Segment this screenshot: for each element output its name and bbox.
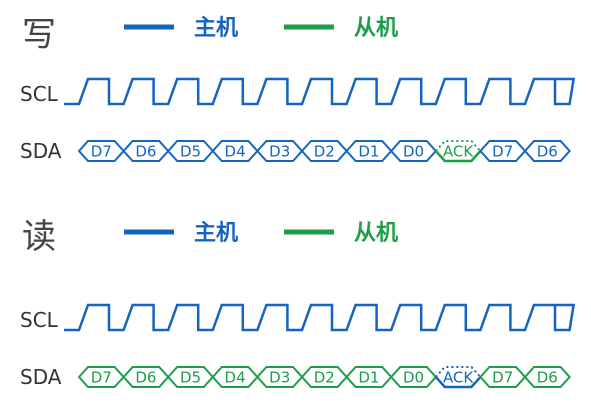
read-legend-slave-label: 从机	[354, 221, 398, 246]
write-scl-waveform	[64, 77, 576, 106]
write-sda-bit-label: D4	[225, 143, 246, 161]
write-sda-bit-label: D7	[91, 143, 112, 161]
read-sda-label: SDA	[20, 365, 62, 389]
write-sda-bit-label: D3	[269, 143, 290, 161]
read-sda-bit-label: D6	[135, 369, 156, 387]
read-legend-master-label: 主机	[194, 221, 238, 246]
write-title: 写	[22, 15, 56, 55]
read-sda-bit-cell	[523, 366, 571, 388]
read-sda-bit-label: D0	[403, 369, 424, 387]
write-sda-bit-cell	[523, 140, 571, 162]
read-sda-bit-label: D4	[225, 369, 246, 387]
read-sda-bit-label: D5	[180, 369, 201, 387]
read-sda-bit-label: D1	[358, 369, 379, 387]
write-sda-bit-label: D5	[180, 143, 201, 161]
write-sda-bus: D7 D6 D5 D4 D3 D2 D1 D0 ACK D7 D6	[77, 140, 571, 163]
write-section: 写 主机 从机 SCL SDA D7 D6 D5 D4 D3 D2 D1 D0 ACK D7 D6	[20, 15, 576, 163]
read-sda-bit-label: D3	[269, 369, 290, 387]
write-sda-bit-label: D2	[314, 143, 335, 161]
read-scl-waveform	[64, 303, 576, 332]
read-sda-bit-label: D2	[314, 369, 335, 387]
read-sda-bit-label: D7	[492, 369, 513, 387]
write-sda-ack-driven-edge	[434, 150, 482, 163]
write-sda-bit-label: D6	[537, 143, 558, 161]
read-sda-bit-label: D7	[91, 369, 112, 387]
read-sda-bus: D7 D6 D5 D4 D3 D2 D1 D0 ACK D7 D6	[77, 366, 571, 389]
read-section: 读 主机 从机 SCL SDA D7 D6 D5 D4 D3 D2 D1 D0 ACK D7 D6	[20, 217, 576, 389]
write-sda-bit-label: D0	[403, 143, 424, 161]
write-sda-ack-released-edge	[435, 140, 482, 152]
read-sda-ack-driven-edge	[434, 376, 482, 389]
write-sda-bit-label: ACK	[443, 143, 474, 161]
write-scl-label: SCL	[20, 82, 59, 106]
read-sda-ack-released-edge	[435, 366, 482, 378]
read-scl-label: SCL	[20, 308, 59, 332]
write-legend-slave-label: 从机	[354, 16, 398, 41]
write-sda-bit-label: D6	[135, 143, 156, 161]
write-legend-master-label: 主机	[194, 16, 238, 41]
write-sda-label: SDA	[20, 139, 62, 163]
read-sda-bit-label: ACK	[443, 369, 474, 387]
read-sda-bit-label: D6	[537, 369, 558, 387]
write-sda-bit-label: D1	[358, 143, 379, 161]
read-title: 读	[22, 217, 56, 257]
write-sda-bit-label: D7	[492, 143, 513, 161]
